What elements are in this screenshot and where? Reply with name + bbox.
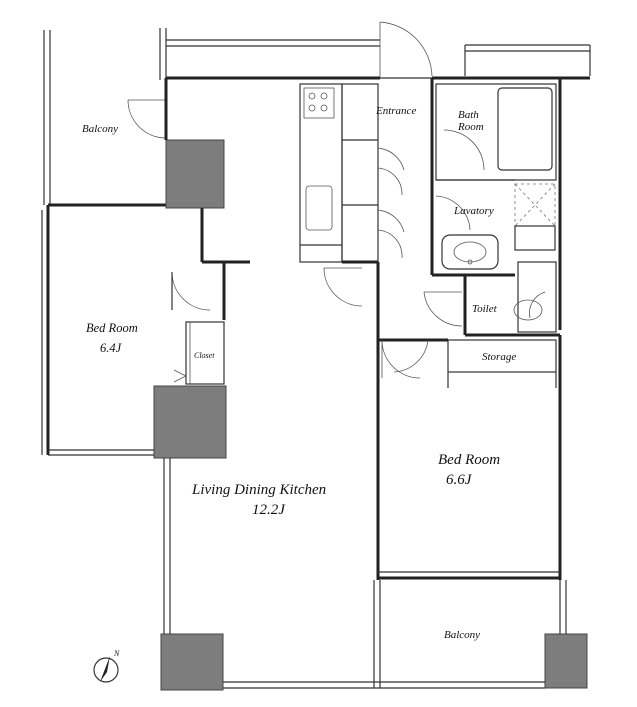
column-bottom-left — [160, 633, 224, 691]
entrance-storage — [323, 83, 405, 307]
label-ldk: Living Dining Kitchen — [191, 482, 326, 498]
compass-label: N — [113, 649, 120, 658]
column-middle — [153, 385, 227, 459]
label-toilet: Toilet — [472, 303, 498, 315]
label-bedroom-right: Bed Room — [438, 452, 500, 468]
north-compass: N — [93, 649, 120, 683]
ldk-walls — [163, 80, 567, 689]
wet-area — [423, 78, 560, 337]
kitchen-counter — [299, 83, 343, 263]
label-lavatory: Lavatory — [453, 205, 494, 217]
label-closet: Closet — [194, 351, 215, 360]
label-bedroom-left: Bed Room — [86, 321, 138, 335]
label-entrance: Entrance — [375, 105, 416, 117]
column-bottom-right — [544, 633, 588, 689]
label-bedroom-left-size: 6.4J — [100, 341, 123, 355]
label-balcony-bottom: Balcony — [444, 629, 480, 641]
label-bedroom-right-size: 6.6J — [446, 472, 473, 488]
bedroom-right-walls — [376, 262, 562, 580]
label-bathroom-line2: Room — [457, 121, 484, 133]
label-storage: Storage — [482, 351, 516, 363]
exterior-top-right — [432, 44, 591, 330]
column-upper — [165, 139, 225, 209]
label-bathroom-line1: Bath — [458, 109, 479, 121]
bedroom-left-walls — [41, 205, 250, 456]
label-ldk-size: 12.2J — [252, 502, 286, 518]
entrance-door — [379, 21, 433, 79]
label-balcony-top: Balcony — [82, 123, 118, 135]
